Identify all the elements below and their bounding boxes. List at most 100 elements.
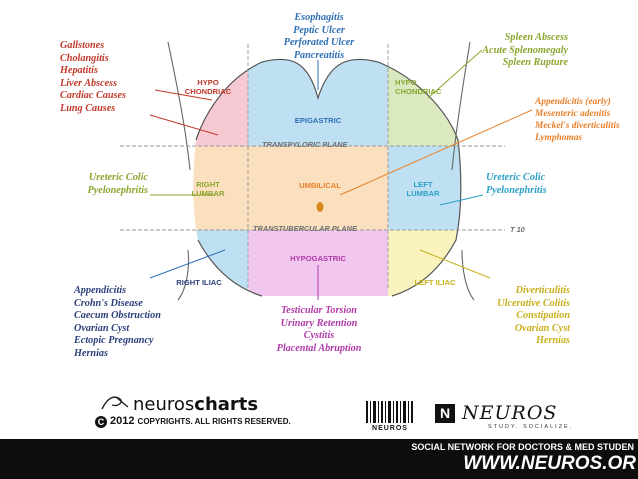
logo-light-text: neuros: [133, 394, 195, 415]
condition: Gallstones: [60, 40, 105, 51]
region-label-line: LUMBAR: [406, 189, 440, 198]
epigastric-conditions: Esophagitis Peptic Ulcer Perforated Ulce…: [262, 12, 376, 62]
region-right-lumbar: RIGHT LUMBAR: [176, 180, 240, 198]
region-label-line: HYPO: [395, 78, 417, 87]
pen-logo-icon: [101, 396, 129, 410]
condition: Cardiac Causes: [60, 90, 126, 102]
umbilical-fill: [248, 146, 388, 230]
condition: Spleen Rupture: [502, 57, 568, 69]
barcode-icon: [366, 401, 413, 423]
brand-box-icon: N: [435, 404, 455, 423]
condition: Ectopic Pregnancy: [74, 335, 154, 347]
footer-url[interactable]: WWW.NEUROS.OR: [463, 453, 636, 474]
condition: Ureteric Colic: [88, 172, 148, 183]
arrow-rhc-2: [149, 114, 219, 136]
condition: Constipation: [516, 310, 570, 322]
condition: Liver Abscess: [60, 77, 118, 89]
condition: Meckel's diverticulitis: [535, 121, 620, 131]
condition: Ureteric Colic: [486, 172, 546, 183]
right-iliac-fill: [193, 230, 248, 296]
condition: Acute Splenomegaly: [482, 44, 568, 56]
condition: Cholangitis: [60, 52, 109, 64]
left-hypochondriac-conditions: Spleen Abscess Acute Splenomegaly Spleen…: [420, 32, 568, 70]
transtubercular-plane-label: TRANSTUBERCULAR PLANE: [253, 224, 357, 233]
pointer-arrows: [149, 49, 533, 300]
logo-bold-text: charts: [194, 394, 259, 415]
torso-outline-left: [197, 239, 263, 297]
copyright-text: COPYRIGHTS. ALL RIGHTS RESERVED.: [137, 417, 291, 426]
region-label-line: LEFT: [413, 180, 433, 189]
region-left-hypochondriac: HYPO CHONDRIAC: [395, 78, 451, 96]
t10-label: T 10: [510, 225, 525, 234]
condition: Lung Causes: [60, 102, 116, 114]
condition: Lymphomas: [535, 133, 583, 143]
arrow-left-lumbar: [439, 194, 484, 206]
condition: Ulcerative Colitis: [497, 297, 570, 309]
neuroscharts-logo: neuroscharts: [133, 394, 258, 415]
copyright-year: 2012: [110, 415, 135, 427]
region-epigastric: EPIGASTRIC: [294, 116, 342, 125]
condition: Esophagitis: [294, 12, 344, 23]
condition: Pyelonephritis: [87, 184, 148, 196]
condition: Caecum Obstruction: [74, 310, 161, 322]
condition: Testicular Torsion: [281, 305, 357, 316]
right-iliac-conditions: Appendicitis Crohn's Disease Caecum Obst…: [74, 285, 161, 361]
condition: Appendicitis: [74, 285, 127, 296]
condition: Perforated Ulcer: [283, 37, 355, 49]
right-hypochondriac-conditions: Gallstones Cholangitis Hepatitis Liver A…: [60, 40, 126, 116]
hypogastric-conditions: Testicular Torsion Urinary Retention Cys…: [252, 305, 386, 355]
condition: Hernias: [536, 335, 570, 347]
footer-social-text: SOCIAL NETWORK FOR DOCTORS & MED STUDEN: [411, 442, 634, 452]
transpyloric-plane-label: TRANSPYLORIC PLANE: [262, 140, 348, 149]
region-left-lumbar: LEFT LUMBAR: [395, 180, 451, 198]
hip-contour-left: [177, 249, 190, 301]
condition: Cystitis: [303, 330, 335, 342]
arrow-lhc: [427, 49, 483, 99]
umbilical-conditions: Appendicitis (early) Mesenteric adenitis…: [535, 96, 638, 144]
region-hypogastric: HYPOGASTRIC: [290, 254, 346, 263]
region-label-line: RIGHT: [196, 180, 220, 189]
umbilicus: [316, 202, 324, 212]
right-lumbar-conditions: Ureteric Colic Pyelonephritis: [40, 172, 148, 197]
condition: Diverticulitis: [515, 285, 570, 296]
brand-name: NEUROS: [462, 402, 558, 424]
barcode-label: NEUROS: [372, 425, 408, 432]
arrow-rhc-1: [154, 89, 213, 101]
hip-contour-right: [461, 249, 475, 301]
condition: Pancreatitis: [293, 49, 345, 61]
condition: Hernias: [74, 347, 108, 359]
condition: Mesenteric adenitis: [535, 109, 611, 119]
right-hypochondriac-fill: [193, 59, 248, 146]
condition: Appendicitis (early): [535, 97, 611, 107]
arrow-left-iliac: [419, 249, 491, 279]
left-lumbar-conditions: Ureteric Colic Pyelonephritis: [486, 172, 547, 197]
region-right-hypochondriac: HYPO CHONDRIAC: [176, 78, 240, 96]
region-label-line: LUMBAR: [191, 189, 225, 198]
arrow-right-iliac: [149, 249, 226, 279]
condition: Peptic Ulcer: [293, 24, 345, 36]
region-left-iliac: LEFT ILIAC: [414, 278, 456, 287]
arrow-umbilical: [339, 109, 533, 196]
condition: Pyelonephritis: [486, 184, 547, 196]
right-lumbar-fill: [193, 146, 248, 230]
footer-bar: SOCIAL NETWORK FOR DOCTORS & MED STUDEN …: [0, 439, 638, 479]
side-contour-right: [451, 41, 471, 171]
region-label-line: CHONDRIAC: [395, 87, 442, 96]
left-iliac-conditions: Diverticulitis Ulcerative Colitis Consti…: [440, 285, 570, 348]
condition: Hepatitis: [60, 65, 98, 77]
region-umbilical: UMBILICAL: [299, 181, 341, 190]
condition: Urinary Retention: [280, 317, 358, 329]
condition: Spleen Abscess: [504, 32, 568, 43]
brand-tagline: STUDY. SOCIALIZE.: [488, 424, 574, 430]
copyright-icon: C: [95, 416, 107, 428]
condition: Placental Abruption: [276, 342, 362, 354]
side-contour-left: [167, 41, 191, 171]
region-label-line: CHONDRIAC: [184, 87, 232, 96]
torso-outline: [195, 58, 462, 297]
region-right-iliac: RIGHT ILIAC: [176, 278, 222, 287]
left-lumbar-fill: [388, 146, 461, 230]
condition: Crohn's Disease: [74, 297, 143, 309]
